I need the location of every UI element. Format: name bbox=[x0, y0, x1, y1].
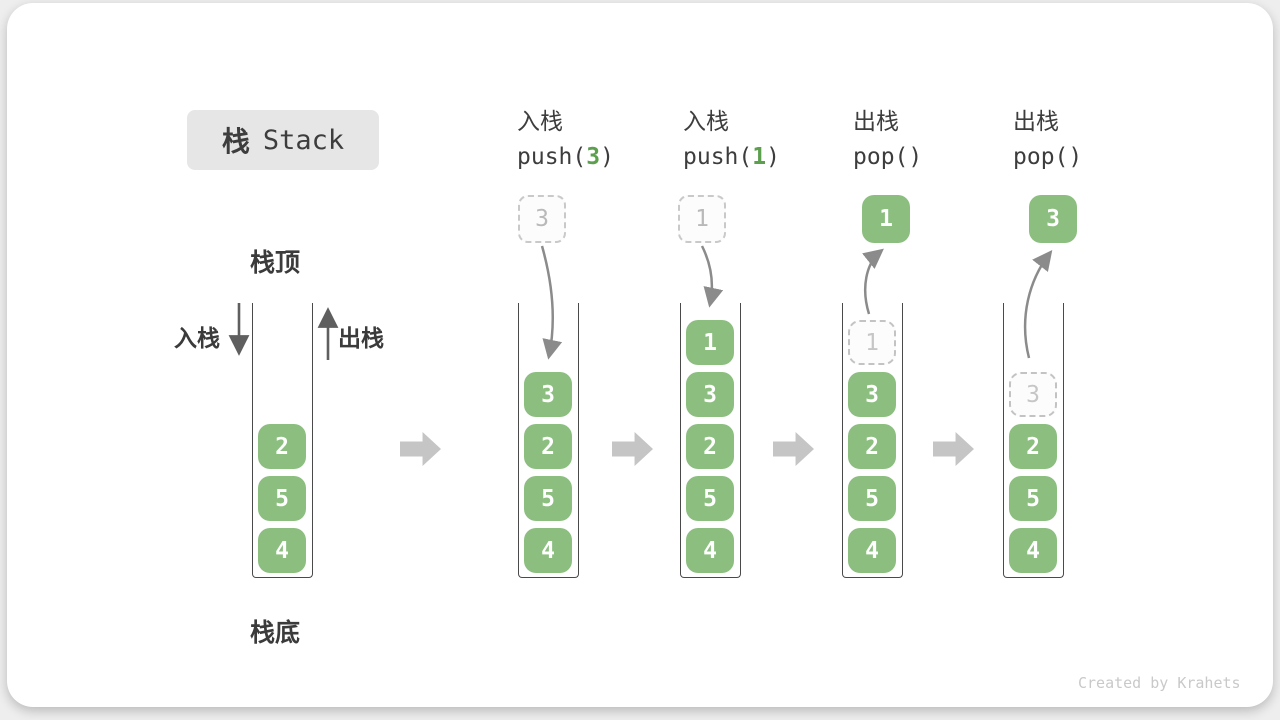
stack-item: 5 bbox=[258, 476, 306, 521]
watermark: Created by Krahets bbox=[1078, 674, 1241, 692]
stack-container-5: 3 2 5 4 bbox=[1003, 303, 1064, 578]
operation-label-pop-2: 出栈 pop() bbox=[1013, 102, 1183, 170]
stack-container-1: 2 5 4 bbox=[252, 303, 313, 578]
operation-label-push1: 入栈 push(1) bbox=[683, 102, 853, 170]
stack-item: 3 bbox=[848, 372, 896, 417]
stack-item: 4 bbox=[524, 528, 572, 573]
stack-container-2: 3 2 5 4 bbox=[518, 303, 579, 578]
popped-element-box: 1 bbox=[862, 195, 910, 243]
stack-item: 2 bbox=[524, 424, 572, 469]
stack-item-removed: 3 bbox=[1009, 372, 1057, 417]
operation-name: 入栈 bbox=[683, 109, 729, 135]
stack-container-4: 1 3 2 5 4 bbox=[842, 303, 903, 578]
incoming-element-box: 3 bbox=[518, 195, 566, 243]
stack-item: 3 bbox=[686, 372, 734, 417]
pop-side-label: 出栈 bbox=[338, 326, 384, 352]
stack-item: 4 bbox=[686, 528, 734, 573]
stack-item: 2 bbox=[848, 424, 896, 469]
incoming-element-box: 1 bbox=[678, 195, 726, 243]
title-zh: 栈 bbox=[221, 125, 250, 158]
popped-element-box: 3 bbox=[1029, 195, 1077, 243]
stack-top-label: 栈顶 bbox=[249, 248, 300, 277]
stack-item: 4 bbox=[848, 528, 896, 573]
stack-item: 2 bbox=[686, 424, 734, 469]
stack-bottom-label: 栈底 bbox=[249, 618, 300, 647]
stack-item: 1 bbox=[686, 320, 734, 365]
operation-code: pop() bbox=[1013, 144, 1083, 170]
stack-container-3: 1 3 2 5 4 bbox=[680, 303, 741, 578]
stack-item: 5 bbox=[686, 476, 734, 521]
operation-label-push3: 入栈 push(3) bbox=[517, 102, 687, 170]
operation-code: push(1) bbox=[683, 144, 780, 170]
stack-item: 2 bbox=[258, 424, 306, 469]
stack-item: 4 bbox=[258, 528, 306, 573]
stack-item: 3 bbox=[524, 372, 572, 417]
title-en: Stack bbox=[262, 124, 345, 156]
stack-item: 4 bbox=[1009, 528, 1057, 573]
stack-item: 5 bbox=[524, 476, 572, 521]
operation-arg: 3 bbox=[586, 144, 601, 170]
stack-item-removed: 1 bbox=[848, 320, 896, 365]
operation-name: 出栈 bbox=[853, 109, 899, 135]
stack-item: 5 bbox=[1009, 476, 1057, 521]
push-side-label: 入栈 bbox=[174, 326, 220, 352]
title-box: 栈 Stack bbox=[187, 110, 379, 170]
operation-code: push(3) bbox=[517, 144, 614, 170]
stack-item: 2 bbox=[1009, 424, 1057, 469]
stack-item: 5 bbox=[848, 476, 896, 521]
operation-label-pop-1: 出栈 pop() bbox=[853, 102, 1023, 170]
operation-name: 入栈 bbox=[517, 109, 563, 135]
operation-code: pop() bbox=[853, 144, 923, 170]
operation-name: 出栈 bbox=[1013, 109, 1059, 135]
operation-arg: 1 bbox=[752, 144, 767, 170]
